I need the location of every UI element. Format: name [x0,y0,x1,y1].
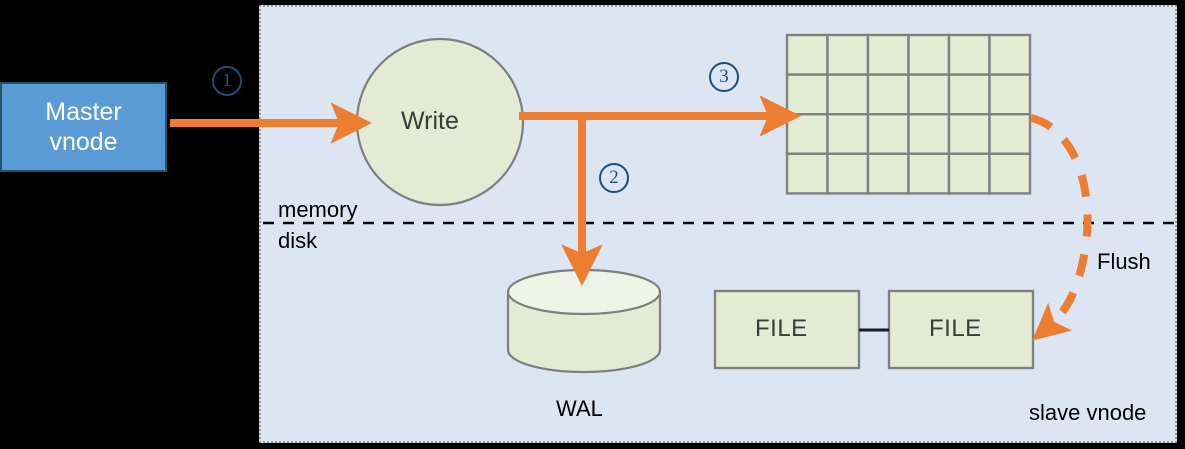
wal-label: WAL [556,396,603,421]
master-vnode-box: Master vnode [0,82,167,172]
step-marker-3: 3 [709,62,739,92]
file-box-2-label: FILE [929,315,982,342]
memory-label: memory [278,197,358,222]
file-box-1-label: FILE [755,315,808,342]
master-vnode-label-line2: vnode [49,128,118,156]
master-vnode-label-line1: Master [45,97,122,126]
slave-vnode-label: slave vnode [1029,400,1147,425]
write-node-label: Write [401,107,459,135]
flush-label: Flush [1097,249,1151,274]
disk-label: disk [278,228,318,253]
step-marker-1: 1 [212,66,242,96]
step-marker-2: 2 [599,163,629,193]
